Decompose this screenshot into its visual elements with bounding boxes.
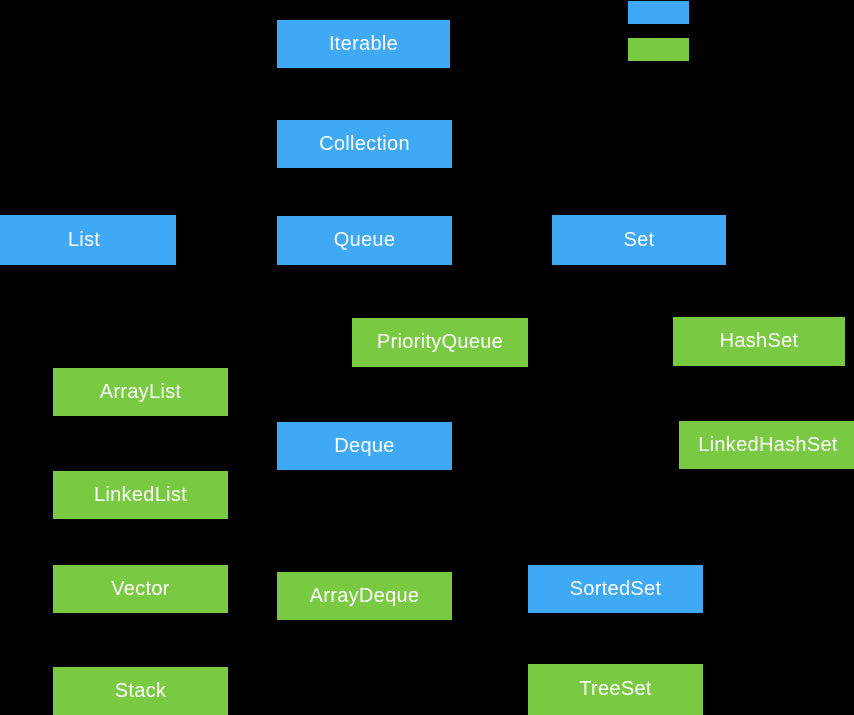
node-priority-queue: PriorityQueue	[352, 318, 528, 367]
node-label: ArrayList	[99, 380, 182, 403]
node-label: Stack	[114, 679, 167, 702]
node-sorted-set: SortedSet	[528, 565, 703, 613]
node-set: Set	[552, 215, 726, 265]
node-deque: Deque	[277, 422, 452, 470]
node-label: Iterable	[328, 32, 399, 55]
node-label: Queue	[333, 229, 396, 251]
legend-interface-swatch	[628, 1, 689, 24]
legend-class-swatch	[628, 38, 689, 61]
node-hash-set: HashSet	[673, 317, 845, 366]
node-vector: Vector	[53, 565, 228, 613]
node-collection: Collection	[277, 120, 452, 168]
node-linked-hash-set: LinkedHashSet	[679, 421, 854, 469]
node-label: PriorityQueue	[376, 331, 504, 353]
node-array-deque: ArrayDeque	[277, 572, 452, 620]
node-label: HashSet	[719, 330, 799, 352]
node-tree-set: TreeSet	[528, 664, 703, 715]
node-label: LinkedHashSet	[698, 433, 838, 456]
node-iterable: Iterable	[277, 20, 450, 68]
node-queue: Queue	[277, 216, 452, 265]
node-array-list: ArrayList	[53, 368, 228, 416]
node-label: Set	[623, 228, 655, 251]
node-label: List	[67, 228, 101, 251]
node-label: LinkedList	[93, 483, 188, 506]
node-label: SortedSet	[569, 577, 662, 600]
node-label: Vector	[111, 577, 170, 600]
node-stack: Stack	[53, 667, 228, 715]
node-linked-list: LinkedList	[53, 471, 228, 519]
node-label: Collection	[319, 132, 410, 155]
node-label: Deque	[334, 434, 395, 457]
node-label: TreeSet	[579, 678, 652, 700]
node-list: List	[0, 215, 176, 265]
node-label: ArrayDeque	[309, 584, 420, 607]
